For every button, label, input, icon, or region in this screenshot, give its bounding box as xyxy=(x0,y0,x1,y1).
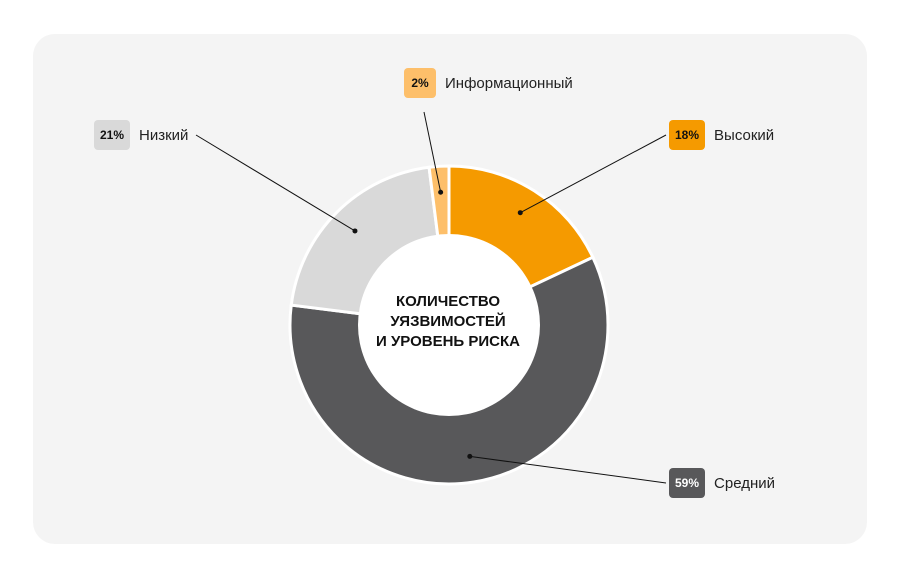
leader-dot-low xyxy=(352,228,358,234)
center-title-line-1: КОЛИЧЕСТВО xyxy=(395,293,501,310)
center-title-line-2: УЯЗВИМОСТЕЙ xyxy=(390,313,506,330)
slice-percent-badge: 2% xyxy=(404,68,436,98)
slice-name: Высокий xyxy=(714,126,775,144)
leader-dot-informational xyxy=(438,189,444,195)
donut-hole xyxy=(358,234,540,416)
slice-name: Информационный xyxy=(445,74,573,92)
slice-percent-badge: 21% xyxy=(94,120,131,150)
slice-label-high: 18% Высокий xyxy=(669,120,774,150)
leader-line-informational xyxy=(423,111,442,193)
leader-line-high xyxy=(520,134,667,214)
slice-percent-badge: 59% xyxy=(669,468,706,498)
leader-dot-medium xyxy=(467,453,473,459)
leader-line-low xyxy=(195,134,356,232)
slice-name: Низкий xyxy=(139,126,189,144)
leader-line-medium xyxy=(469,455,667,484)
slice-label-medium: 59% Средний xyxy=(669,468,775,498)
slice-name: Средний xyxy=(714,474,776,492)
slice-label-informational: 2% Информационный xyxy=(404,68,573,98)
slice-percent-badge: 18% xyxy=(669,120,706,150)
center-title-line-3: И УРОВЕНЬ РИСКА xyxy=(376,333,520,350)
leader-dot-high xyxy=(517,210,523,216)
chart-center-title: КОЛИЧЕСТВО УЯЗВИМОСТЕЙ И УРОВЕНЬ РИСКА xyxy=(340,292,556,352)
slice-label-low: 21% Низкий xyxy=(94,120,188,150)
